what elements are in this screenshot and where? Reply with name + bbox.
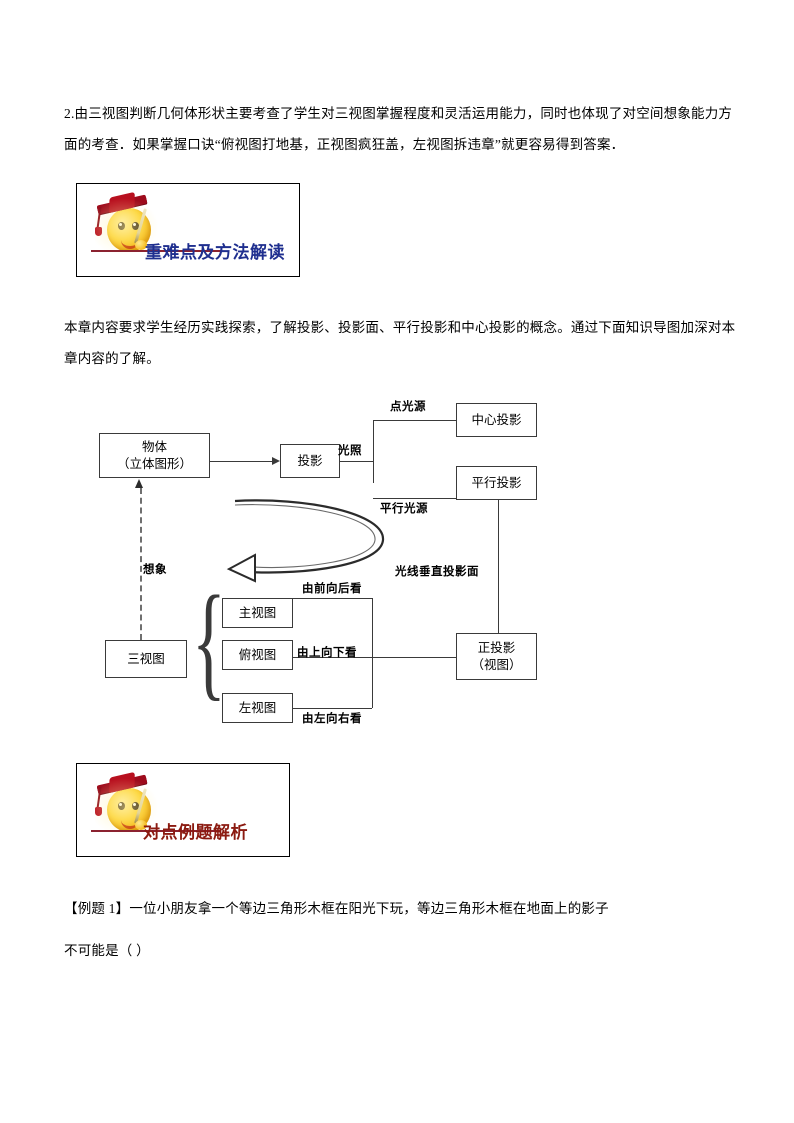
diagram-label-ray-perpendicular: 光线垂直投影面 [395, 564, 479, 578]
diagram-box-top-view: 俯视图 [222, 640, 293, 670]
example-question-line-1: 【例题 1】一位小朋友拿一个等边三角形木框在阳光下玩，等边三角形木框在地面上的影… [64, 901, 609, 916]
connector-object-to-projection [210, 461, 272, 462]
section-underline-rule [91, 250, 221, 252]
imagine-dashed-connector [140, 488, 142, 640]
connector-projection-to-split [340, 461, 373, 462]
connector-top-view [293, 657, 372, 658]
box-line: （立体图形） [116, 456, 192, 471]
diagram-label-point-light: 点光源 [390, 399, 426, 413]
example-question-line-2: 不可能是（ ） [64, 943, 150, 958]
section-title-examples: 对点例题解析 [143, 823, 248, 843]
box-line: 中心投影 [471, 412, 522, 427]
diagram-box-central-projection: 中心投影 [456, 403, 537, 437]
connector-parallel-to-orthographic [498, 500, 499, 633]
three-views-collector-bar [372, 598, 373, 708]
diagram-brace: { [192, 570, 226, 712]
box-line: 平行投影 [471, 475, 522, 490]
connector-front-view [293, 598, 372, 599]
section-header-box-examples: 对点例题解析 [76, 763, 290, 857]
section-underline-rule [91, 830, 221, 832]
box-line: 左视图 [238, 700, 277, 715]
box-line: 正投影 [477, 640, 516, 655]
arrowhead-icon [272, 456, 280, 465]
diagram-box-projection: 投影 [280, 444, 340, 478]
section-header-box-key-points: 重难点及方法解读 [76, 183, 300, 277]
box-line: 投影 [297, 453, 323, 468]
intro-paragraph: 2.由三视图判断几何体形状主要考查了学生对三视图掌握程度和灵活运用能力，同时也体… [64, 106, 733, 152]
diagram-box-orthographic-projection: 正投影 （视图） [456, 633, 537, 680]
projection-knowledge-map: 物体 （立体图形） 投影 光照 点光源 平行光源 中心投影 平行投影 [80, 385, 580, 735]
box-line: 三视图 [127, 651, 165, 666]
diagram-box-front-view: 主视图 [222, 598, 293, 628]
diagram-label-left-to-right: 由左向右看 [302, 711, 362, 725]
connector-point-light [373, 420, 456, 421]
diagram-box-three-views: 三视图 [105, 640, 187, 678]
diagram-box-parallel-projection: 平行投影 [456, 466, 537, 500]
diagram-label-illumination: 光照 [338, 443, 362, 457]
section-title-key-points: 重难点及方法解读 [145, 243, 285, 263]
connector-views-to-orthographic [372, 657, 456, 658]
box-line: 俯视图 [238, 647, 277, 662]
diagram-label-top-to-bottom: 由上向下看 [297, 645, 357, 659]
connector-parallel-light [373, 498, 456, 499]
box-line: 主视图 [238, 605, 277, 620]
diagram-label-parallel-light: 平行光源 [380, 501, 428, 515]
diagram-label-imagine: 想象 [143, 562, 167, 576]
split-bar [373, 420, 374, 483]
arrowhead-icon [135, 479, 143, 488]
box-line: 物体 [141, 439, 167, 454]
chapter-paragraph: 本章内容要求学生经历实践探索，了解投影、投影面、平行投影和中心投影的概念。通过下… [64, 320, 736, 366]
diagram-label-front-to-back: 由前向后看 [302, 581, 362, 595]
diagram-box-object: 物体 （立体图形） [99, 433, 210, 478]
diagram-box-left-view: 左视图 [222, 693, 293, 723]
connector-left-view [293, 708, 372, 709]
curved-rotation-arrow-icon [226, 499, 385, 583]
box-line: （视图） [471, 657, 522, 672]
